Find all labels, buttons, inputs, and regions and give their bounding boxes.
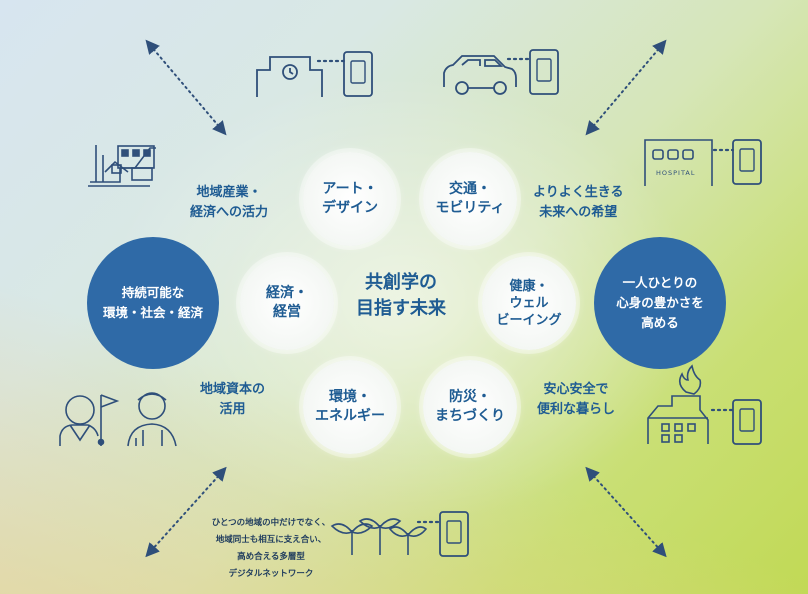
- arrow-icon: [585, 39, 667, 136]
- arrow-icon: [145, 466, 227, 558]
- arrow-icon: [145, 39, 227, 136]
- disaster-prevention-circle: 防災・ まちづくり: [423, 360, 517, 454]
- smartphone-icon: [732, 139, 762, 185]
- regional-capital-text: 地域資本の 活用: [200, 382, 266, 417]
- circle-label: 交通・ モビリティ: [435, 181, 505, 216]
- house-flame-icon: [647, 364, 709, 444]
- regional-industry-text: 地域産業・ 経済への活力: [190, 185, 269, 220]
- smartphone-icon: [439, 511, 469, 557]
- circle-label: 健康・ ウェル ビーイング: [496, 278, 562, 328]
- hospital-sign: HOSPITAL: [656, 169, 696, 177]
- better-future-text: よりよく生きる 未来への希望: [533, 185, 624, 220]
- sustainable-environment-circle: 持続可能な 環境・社会・経済: [87, 237, 219, 369]
- transport-mobility-circle: 交通・ モビリティ: [423, 152, 517, 246]
- clock-building-icon: [256, 56, 323, 97]
- circle-label: アート・ デザイン: [322, 181, 378, 216]
- car-icon: [443, 55, 517, 95]
- circle-label: 防災・ まちづくり: [435, 389, 505, 424]
- apartment-icon: [88, 145, 156, 187]
- people-flag-icon: [59, 392, 177, 447]
- smartphone-icon: [732, 399, 762, 445]
- center-title: 共創学の 目指す未来: [356, 272, 446, 319]
- circle-label: 一人ひとりの 心身の豊かさを 高める: [616, 275, 704, 330]
- health-wellbeing-circle: 健康・ ウェル ビーイング: [482, 256, 576, 350]
- smartphone-icon: [529, 49, 559, 95]
- hospital-icon: [644, 139, 713, 186]
- circle-label: 持続可能な 環境・社会・経済: [102, 285, 203, 320]
- circle-label: 環境・ エネルギー: [315, 389, 385, 424]
- well-being-circle: 一人ひとりの 心身の豊かさを 高める: [594, 237, 726, 369]
- arrow-icon: [585, 466, 667, 558]
- network-footnote: ひとつの地域の中だけでなく、 地域同士も相互に支え合い、 高め合える多層型 デジ…: [211, 518, 331, 579]
- environment-energy-circle: 環境・ エネルギー: [303, 360, 397, 454]
- economy-management-circle: 経済・ 経営: [240, 256, 334, 350]
- art-design-circle: アート・ デザイン: [303, 152, 397, 246]
- safety-text: 安心安全で 便利な暮らし: [537, 382, 616, 417]
- circle-label: 経済・ 経営: [266, 285, 308, 320]
- smartphone-icon: [343, 51, 373, 97]
- sprouts-icon: [330, 518, 428, 555]
